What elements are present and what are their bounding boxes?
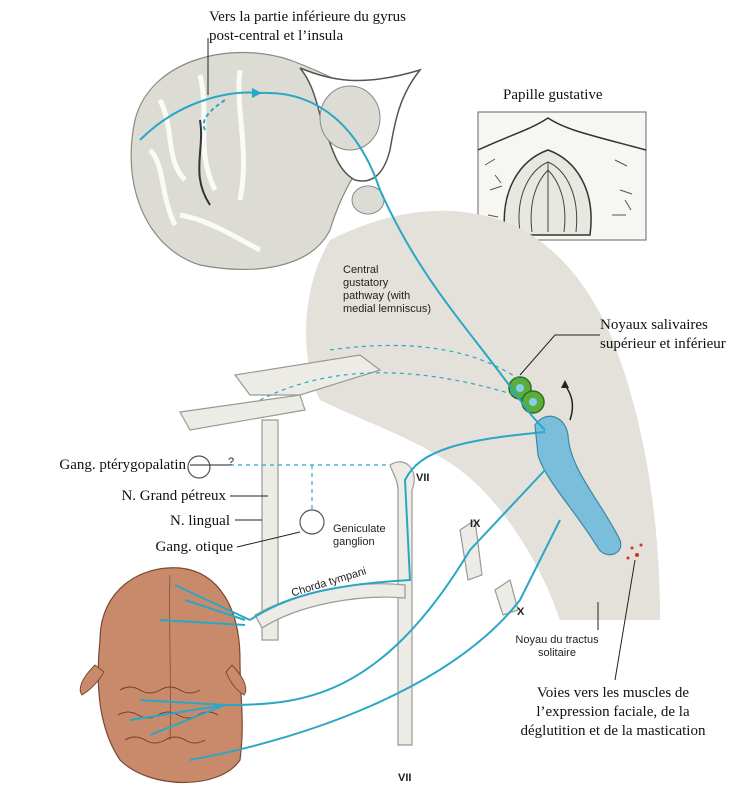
central-pathway-label: Central gustatory pathway (with medial l… xyxy=(343,264,431,316)
nerve-x-label: X xyxy=(517,606,524,619)
tongue xyxy=(80,568,246,783)
central-pathway-line2: gustatory xyxy=(343,277,431,290)
lingual-nerve-label: N. lingual xyxy=(40,512,230,531)
solitary-tract-line1: Noyau du tractus xyxy=(497,634,617,647)
geniculate-line2: ganglion xyxy=(333,536,386,549)
otic-ganglion-label: Gang. otique xyxy=(40,538,233,557)
salivary-nuclei-line1: Noyaux salivaires xyxy=(600,316,726,335)
salivary-nuclei-line2: supérieur et inférieur xyxy=(600,335,726,354)
solitary-tract-label: Noyau du tractus solitaire xyxy=(497,634,617,660)
geniculate-line1: Geniculate xyxy=(333,523,386,536)
motor-pathways-line1: Voies vers les muscles de xyxy=(488,684,738,703)
top-destination-label: Vers la partie inférieure du gyrus post-… xyxy=(209,8,406,46)
nerve-ix-label: IX xyxy=(470,518,480,531)
nerve-vii-lower-label: VII xyxy=(398,772,411,785)
solitary-tract-line2: solitaire xyxy=(497,647,617,660)
greater-petrosal-label: N. Grand pétreux xyxy=(40,487,226,506)
otic-ganglion-marker xyxy=(300,510,324,534)
central-pathway-line4: medial lemniscus) xyxy=(343,303,431,316)
top-destination-line2: post-central et l’insula xyxy=(209,27,406,46)
motor-pathways-line3: déglutition et de la mastication xyxy=(488,722,738,741)
motor-pathways-line2: l’expression faciale, de la xyxy=(488,703,738,722)
central-pathway-line1: Central xyxy=(343,264,431,277)
salivary-nuclei-label: Noyaux salivaires supérieur et inférieur xyxy=(600,316,726,354)
nerve-vii-upper-label: VII xyxy=(416,472,429,485)
papille-label: Papille gustative xyxy=(503,86,603,105)
motor-pathways-label: Voies vers les muscles de l’expression f… xyxy=(488,684,738,741)
central-pathway-line3: pathway (with xyxy=(343,290,431,303)
pterygopalatine-ganglion-marker xyxy=(188,456,210,478)
taste-bud-illustration xyxy=(478,112,646,240)
question-mark: ? xyxy=(228,456,234,469)
pterygopalatine-label: Gang. ptérygopalatin xyxy=(10,456,186,475)
geniculate-ganglion-label: Geniculate ganglion xyxy=(333,523,386,549)
top-destination-line1: Vers la partie inférieure du gyrus xyxy=(209,8,406,27)
